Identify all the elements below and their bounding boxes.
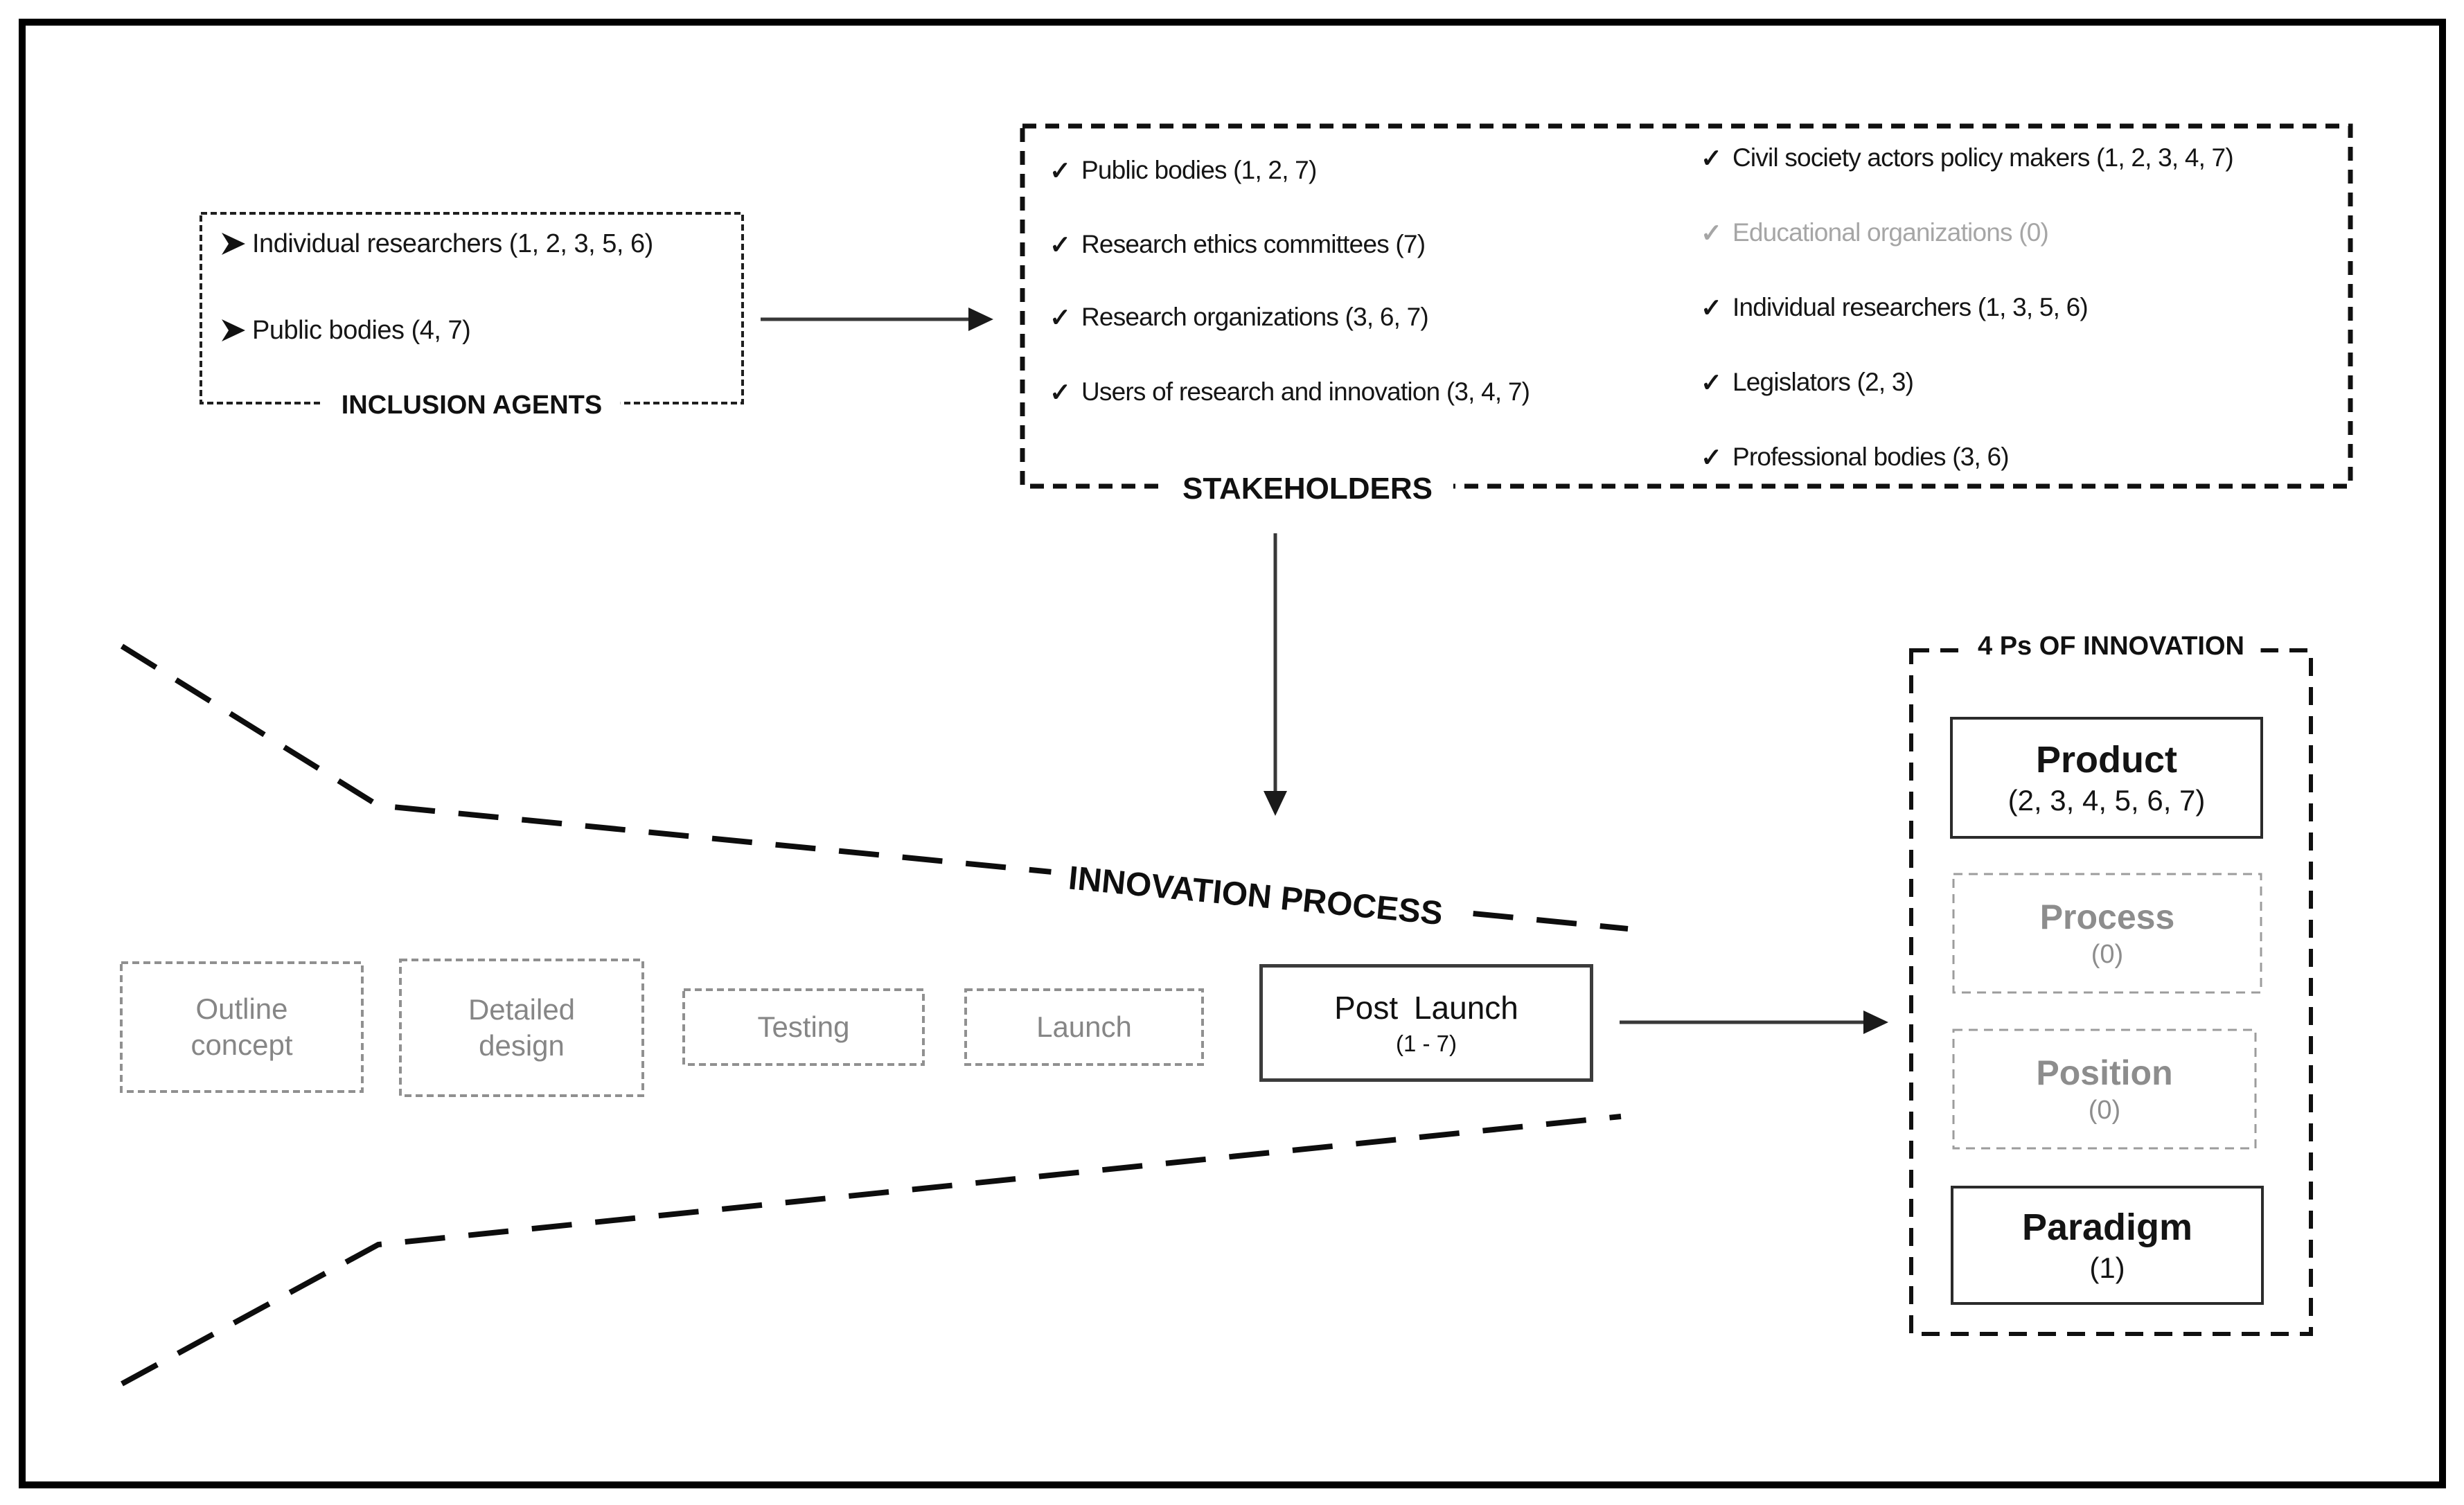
- four-ps-item-position: Position (0): [1952, 1028, 2257, 1150]
- stage-detailed-design: Detailed design: [399, 959, 644, 1097]
- check-icon: ✓: [1701, 143, 1722, 172]
- four-ps-item-process: Process (0): [1952, 873, 2262, 994]
- inclusion-agents-box: Individual researchers (1, 2, 3, 5, 6) P…: [200, 212, 744, 422]
- post-launch-label: Post Launch: [1334, 990, 1518, 1026]
- stakeholder-item: ✓ Legislators (2, 3): [1701, 355, 1914, 410]
- check-icon: ✓: [1049, 230, 1071, 259]
- stakeholder-item: ✓ Civil society actors policy makers (1,…: [1701, 130, 2234, 186]
- stage-label: Outline concept: [190, 992, 293, 1062]
- inclusion-item: Public bodies (4, 7): [220, 304, 471, 357]
- stakeholders-box: ✓ Public bodies (1, 2, 7) ✓ Research eth…: [1020, 123, 2353, 507]
- stage-launch: Launch: [964, 988, 1204, 1066]
- stakeholder-item: ✓ Users of research and innovation (3, 4…: [1049, 364, 1530, 420]
- inclusion-agents-title: INCLUSION AGENTS: [323, 388, 621, 422]
- stage-post-launch: Post Launch (1 - 7): [1259, 964, 1593, 1082]
- inclusion-item-label: Public bodies (4, 7): [252, 315, 471, 345]
- stage-label: Detailed design: [468, 992, 576, 1062]
- p-sub: (2, 3, 4, 5, 6, 7): [2007, 784, 2206, 817]
- check-icon: ✓: [1049, 303, 1071, 332]
- p-label: Process: [2039, 898, 2175, 936]
- four-ps-border: [1909, 648, 2313, 1336]
- stakeholder-label: Educational organizations (0): [1732, 218, 2049, 247]
- check-icon: ✓: [1701, 218, 1722, 247]
- stakeholder-label: Civil society actors policy makers (1, 2…: [1732, 143, 2234, 172]
- p-label: Paradigm: [2021, 1206, 2193, 1248]
- stakeholders-title: STAKEHOLDERS: [1162, 471, 1453, 507]
- p-label: Product: [2035, 739, 2177, 781]
- page-border: [19, 19, 2446, 1488]
- p-label: Position: [2036, 1053, 2173, 1092]
- stakeholders-border: [1020, 123, 2353, 489]
- stakeholder-item: ✓ Public bodies (1, 2, 7): [1049, 143, 1317, 198]
- check-icon: ✓: [1049, 156, 1071, 185]
- check-icon: ✓: [1701, 293, 1722, 322]
- stakeholder-item: ✓ Professional bodies (3, 6): [1701, 429, 2010, 485]
- check-icon: ✓: [1701, 443, 1722, 472]
- arrowhead-bullet-icon: [220, 231, 252, 256]
- stakeholder-item: ✓ Individual researchers (1, 3, 5, 6): [1701, 280, 2089, 335]
- stakeholder-item: ✓ Educational organizations (0): [1701, 205, 2049, 260]
- stakeholder-label: Professional bodies (3, 6): [1732, 443, 2010, 471]
- four-ps-box: 4 Ps OF INNOVATION Product (2, 3, 4, 5, …: [1908, 629, 2314, 1337]
- p-sub: (1): [2089, 1252, 2125, 1284]
- stage-label: Testing: [757, 1010, 850, 1043]
- stage-label: Launch: [1036, 1010, 1132, 1043]
- stakeholder-label: Individual researchers (1, 3, 5, 6): [1732, 293, 2089, 321]
- stakeholder-label: Public bodies (1, 2, 7): [1081, 156, 1317, 184]
- stakeholder-label: Research ethics committees (7): [1081, 230, 1426, 258]
- stakeholder-label: Users of research and innovation (3, 4, …: [1081, 377, 1530, 406]
- check-icon: ✓: [1701, 368, 1722, 397]
- post-launch-range: (1 - 7): [1395, 1031, 1457, 1056]
- four-ps-item-product: Product (2, 3, 4, 5, 6, 7): [1950, 717, 2263, 839]
- stakeholder-label: Legislators (2, 3): [1732, 368, 1914, 396]
- check-icon: ✓: [1049, 377, 1071, 407]
- stakeholder-item: ✓ Research ethics committees (7): [1049, 217, 1426, 272]
- four-ps-title: 4 Ps OF INNOVATION: [1961, 629, 2261, 664]
- stage-outline-concept: Outline concept: [120, 961, 364, 1093]
- inclusion-item-label: Individual researchers (1, 2, 3, 5, 6): [252, 229, 653, 258]
- four-ps-item-paradigm: Paradigm (1): [1951, 1186, 2264, 1305]
- stage-testing: Testing: [682, 988, 925, 1066]
- arrowhead-bullet-icon: [220, 318, 252, 343]
- p-sub: (0): [2091, 940, 2124, 969]
- p-sub: (0): [2088, 1096, 2121, 1125]
- inclusion-item: Individual researchers (1, 2, 3, 5, 6): [220, 217, 653, 270]
- stakeholder-item: ✓ Research organizations (3, 6, 7): [1049, 290, 1429, 345]
- stakeholder-label: Research organizations (3, 6, 7): [1081, 303, 1429, 331]
